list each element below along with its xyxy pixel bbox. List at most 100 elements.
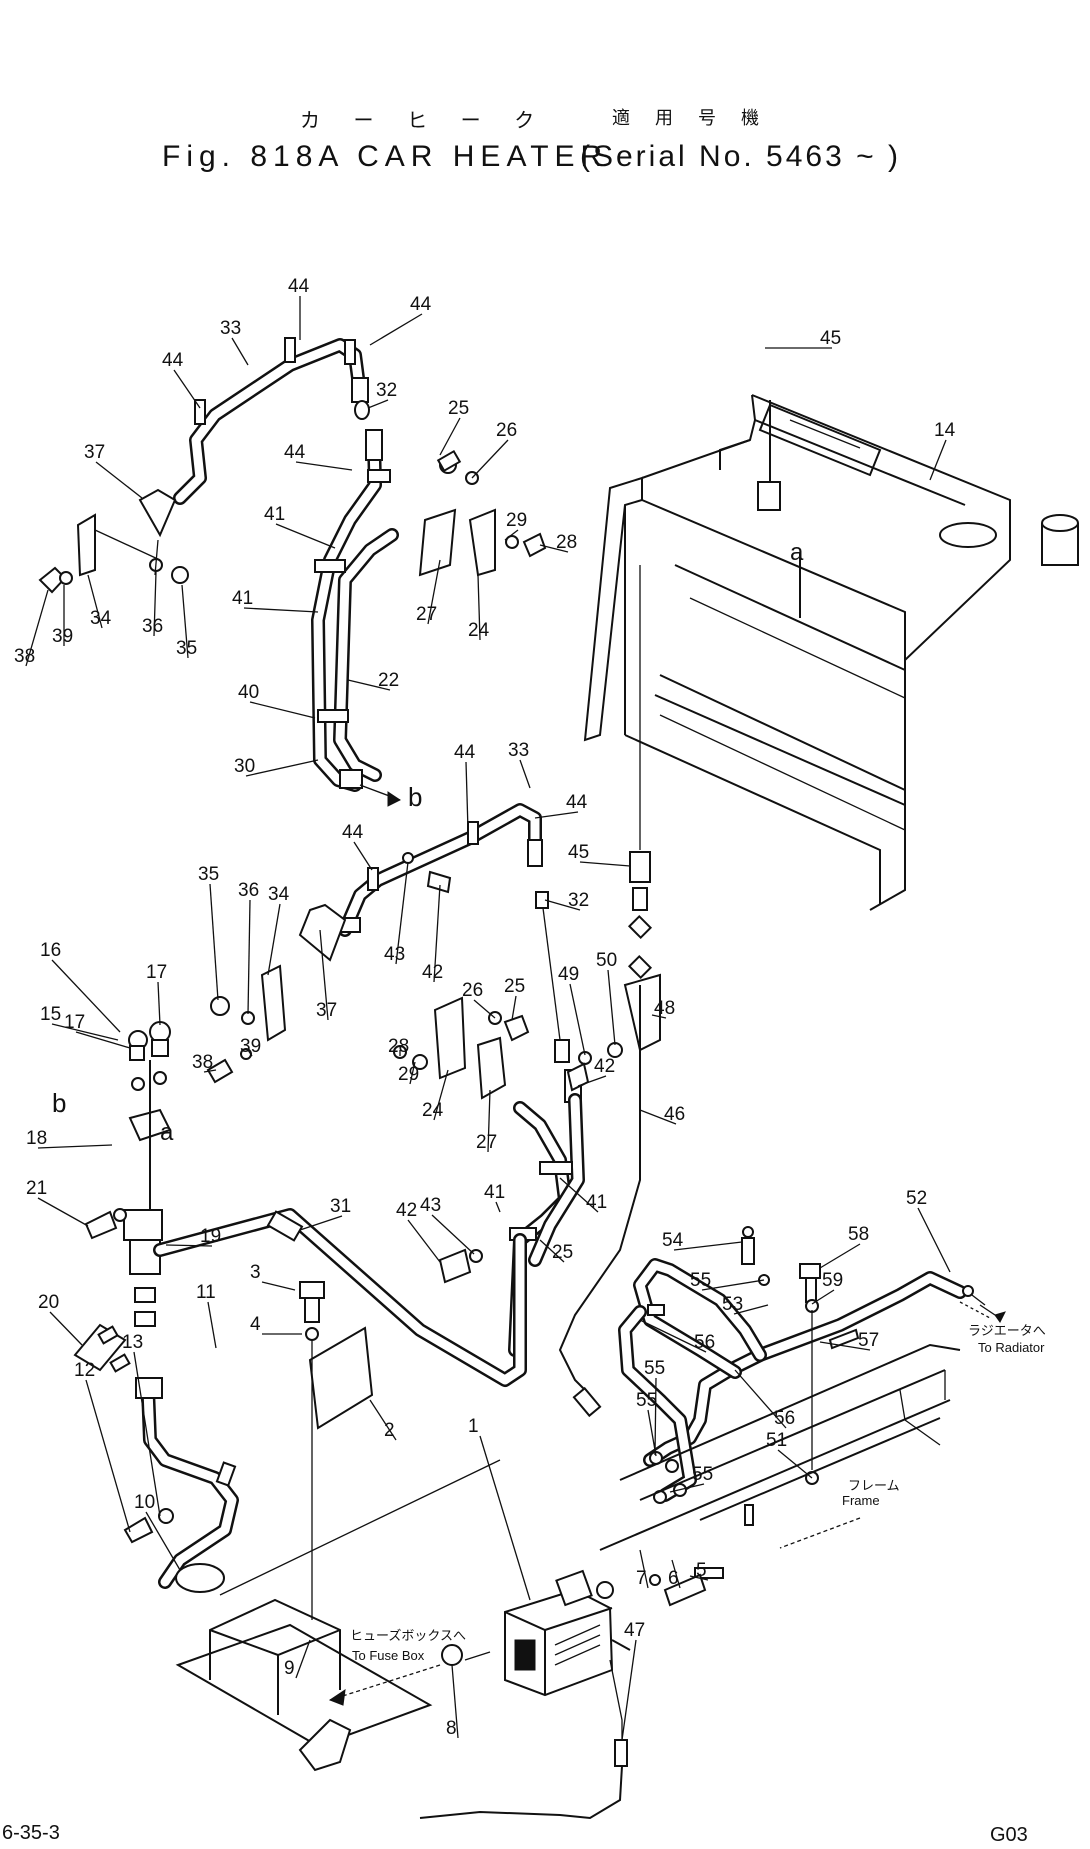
- leader-line: [51, 1023, 119, 1041]
- leader-line: [95, 461, 143, 499]
- leader-line: [181, 584, 189, 659]
- part-number-label: 44: [454, 742, 476, 763]
- part-number-label: 51: [766, 1430, 787, 1451]
- part-number-label: 3: [250, 1262, 261, 1283]
- upper-hose-assembly: [173, 337, 399, 792]
- part-number-label: 5: [696, 1560, 707, 1581]
- part-number-label: 47: [624, 1620, 645, 1641]
- part-number-label: 46: [664, 1104, 685, 1125]
- leader-line: [701, 1279, 765, 1291]
- leader-line: [249, 701, 316, 719]
- part-number-label: 56: [694, 1332, 715, 1353]
- leader-line: [75, 1031, 131, 1049]
- part-number-label: 1: [468, 1416, 479, 1437]
- leader-line: [369, 1399, 397, 1441]
- leader-line: [671, 1559, 681, 1589]
- leader-line: [917, 1207, 951, 1273]
- serial-range: (Serial No. 5463 ~ ): [580, 140, 901, 173]
- leader-line: [654, 1377, 657, 1456]
- part-number-label: 26: [462, 980, 483, 1001]
- leader-line: [639, 1109, 677, 1125]
- part-number-label: 9: [284, 1658, 295, 1679]
- part-number-label: 41: [586, 1192, 607, 1213]
- leader-line: [777, 1449, 813, 1479]
- control-cable-46: [558, 565, 653, 1418]
- part-number-label: 27: [416, 604, 437, 625]
- part-number-label: 31: [330, 1196, 351, 1217]
- leader-line: [347, 679, 391, 691]
- part-number-label: 10: [134, 1492, 155, 1513]
- leader-line: [639, 1549, 649, 1589]
- middle-outlets: [206, 852, 661, 1284]
- part-number-label: 42: [594, 1056, 615, 1077]
- frame-note: Frame: [842, 1493, 880, 1508]
- leader-line: [209, 883, 219, 1001]
- part-number-label: 41: [264, 504, 285, 525]
- part-number-label: 17: [146, 962, 167, 983]
- leader-line: [511, 995, 517, 1021]
- part-number-label: 55: [690, 1270, 711, 1291]
- leader-line: [559, 1177, 599, 1213]
- leader-line: [245, 759, 319, 777]
- leader-line: [639, 1319, 707, 1353]
- part-number-label: 29: [506, 510, 527, 531]
- part-number-label: 18: [26, 1128, 47, 1149]
- part-number-label: 25: [504, 976, 525, 997]
- part-number-label: 30: [234, 756, 255, 777]
- leader-line: [407, 1219, 441, 1263]
- part-number-label: 42: [422, 962, 443, 983]
- leader-line: [495, 1201, 501, 1213]
- to-radiator-jp-note: ラジエータへ: [968, 1323, 1046, 1338]
- ref-b-upper: b: [408, 782, 422, 812]
- leader-line: [519, 759, 531, 789]
- to-fuse-box-note: To Fuse Box: [352, 1648, 425, 1663]
- leader-line: [207, 1301, 217, 1349]
- title-japanese-serial: 適 用 号 機: [612, 108, 770, 128]
- part-number-label: 44: [284, 442, 306, 463]
- part-number-label: 13: [122, 1332, 143, 1353]
- leader-line: [689, 1575, 709, 1581]
- leader-line: [669, 1483, 705, 1493]
- leader-line: [49, 1311, 83, 1346]
- leader-line: [247, 899, 251, 1015]
- part-number-label: 54: [662, 1230, 684, 1251]
- part-number-label: 59: [822, 1270, 843, 1291]
- leader-line: [295, 461, 353, 471]
- part-number-label: 20: [38, 1292, 59, 1313]
- part-number-label: 19: [200, 1226, 221, 1247]
- part-number-label: 25: [448, 398, 469, 419]
- part-number-label: 14: [934, 420, 956, 441]
- leader-line: [165, 1244, 213, 1247]
- part-number-label: 12: [74, 1360, 95, 1381]
- part-number-label: 45: [568, 842, 589, 863]
- part-number-label: 22: [378, 670, 399, 691]
- leader-line: [369, 313, 423, 346]
- leader-line: [85, 1379, 131, 1533]
- leader-line: [569, 983, 586, 1056]
- part-number-label: 44: [162, 350, 184, 371]
- heater-unit-1: [419, 1569, 631, 1820]
- part-number-label: 35: [176, 638, 197, 659]
- leader-line: [539, 1239, 565, 1263]
- ref-a-cab: a: [790, 539, 804, 566]
- part-number-label: 24: [422, 1100, 444, 1121]
- part-number-label: 43: [384, 944, 405, 965]
- leader-line: [367, 399, 389, 409]
- part-number-label: 33: [508, 740, 529, 761]
- part-number-label: 35: [198, 864, 219, 885]
- leader-line: [261, 1281, 296, 1291]
- leader-line: [577, 1075, 607, 1087]
- leader-line: [267, 903, 281, 976]
- right-hose-assembly: [618, 1226, 1006, 1504]
- leader-line: [295, 1639, 311, 1679]
- leader-line: [439, 417, 461, 456]
- part-number-label: 32: [568, 890, 589, 911]
- part-number-label: 40: [238, 682, 259, 703]
- part-number-label: 42: [396, 1200, 417, 1221]
- leader-line: [471, 439, 509, 479]
- figure-code: G03: [990, 1824, 1028, 1846]
- bracket-2: [219, 1281, 501, 1620]
- valve-group: [73, 1021, 239, 1593]
- part-number-label: 24: [468, 620, 490, 641]
